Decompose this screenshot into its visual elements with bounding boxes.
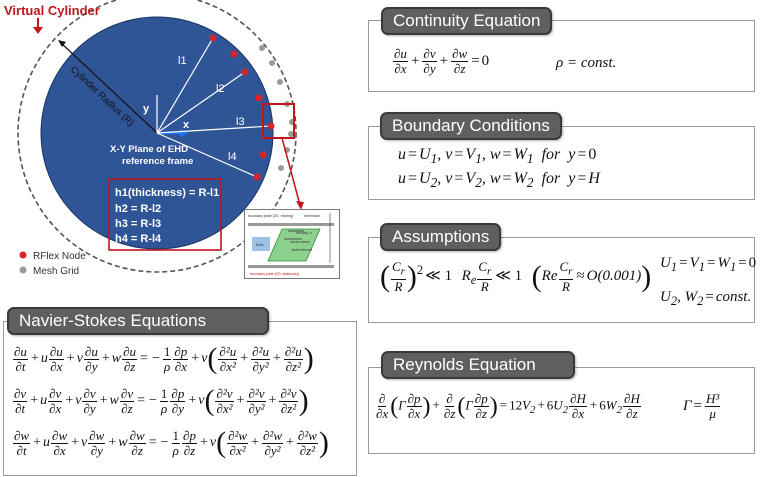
axis-x-label: x [183, 119, 190, 131]
continuity-equation: ∂u∂x+∂v∂y+∂w∂z=0 [393, 46, 490, 76]
l1-label: l1 [178, 55, 187, 67]
assumptions-header: Assumptions [380, 223, 502, 251]
assumption-velocity-1: U1=V1=W1=0 [660, 255, 757, 274]
legend-mesh-dot [19, 266, 27, 274]
thickness-line-4: h4 = R-l4 [115, 233, 162, 245]
inset-dimension: dimension [304, 214, 320, 218]
inset-fluid: fluid [256, 242, 263, 247]
plane-label-2: reference frame [122, 156, 193, 167]
boundary-header: Boundary Conditions [380, 112, 562, 140]
boundary-condition-1: u=U1, v=V1, w=W1 for y=0 [398, 146, 597, 167]
navier-box [3, 321, 357, 476]
rflex-nodes [209, 34, 275, 181]
order-of-magnitude: O(0.001) [586, 268, 642, 285]
virtual-cylinder-label: Virtual Cylinder [4, 3, 100, 18]
inset-velocity: velocity, u [296, 231, 312, 235]
legend-rflex-dot [19, 251, 27, 259]
assumptions-box [368, 237, 755, 323]
zoom-box [262, 103, 295, 139]
inset-top-plate: boundary plate (2D, moving) [248, 214, 293, 218]
inset-element: fluid element [292, 248, 312, 252]
thickness-line-1: h1(thickness) = R-l1 [115, 187, 219, 199]
l2-label: l2 [216, 83, 225, 95]
axis-y-label: y [143, 103, 150, 115]
reynolds-equation: ∂∂x(Γ∂p∂x)+∂∂z(Γ∂p∂z)=12V2+6U2∂H∂x+6W2∂H… [376, 391, 641, 421]
boundary-condition-2: u=U2, v=V2, w=W2 for y=H [398, 170, 600, 191]
inset-bottom-plate: boundary plate (2D, stationary) [250, 272, 299, 276]
inset-shear: shear stress [290, 240, 310, 244]
inset-plate-diagram: boundary plate (2D, moving) dimension ve… [244, 209, 340, 279]
cylinder-diagram: Virtual Cylinder Cylinder Radius (R) y x… [4, 0, 304, 277]
l4-label: l4 [228, 151, 237, 163]
l3-label: l3 [236, 116, 245, 128]
virtual-cylinder-outline [17, 0, 297, 273]
continuity-header: Continuity Equation [381, 7, 553, 35]
legend-rflex-label: RFlex Node [33, 251, 86, 262]
thickness-box [108, 178, 222, 251]
thickness-line-3: h3 = R-l3 [115, 218, 161, 230]
plane-label-1: X-Y Plane of EHD [110, 144, 188, 155]
reynolds-header: Reynolds Equation [381, 351, 575, 379]
assumption-velocity-2: U2, W2=const. [660, 289, 752, 308]
mesh-grid-nodes [259, 45, 295, 171]
navier-header: Navier-Stokes Equations [7, 307, 269, 335]
legend-mesh-label: Mesh Grid [33, 266, 79, 277]
thickness-line-2: h2 = R-l2 [115, 203, 161, 215]
density-constant: ρ = const. [556, 55, 617, 71]
